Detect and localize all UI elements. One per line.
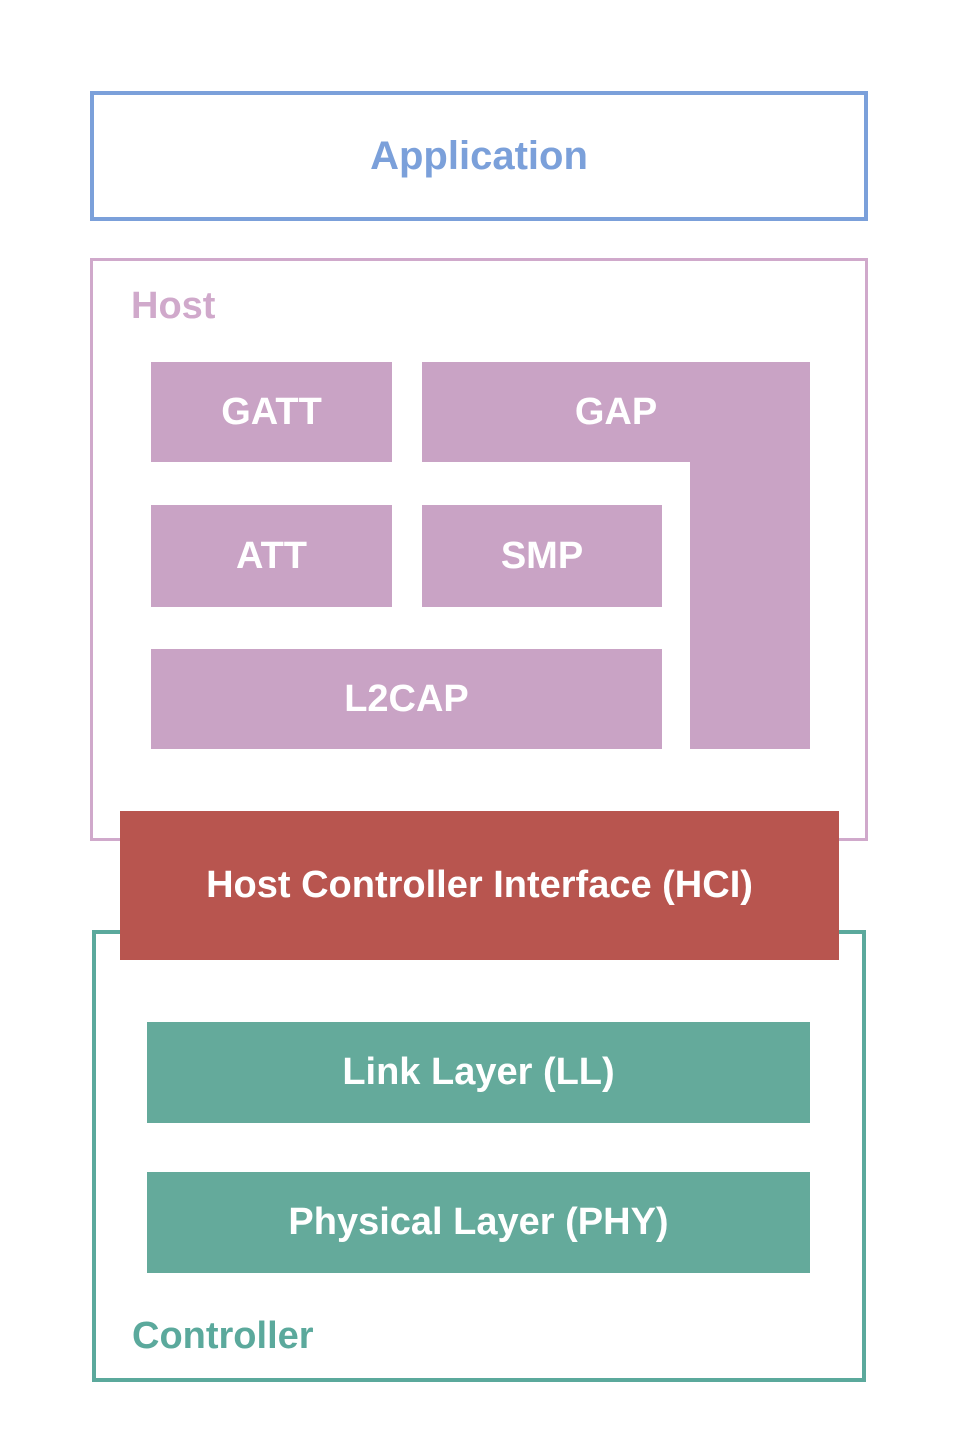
hci-label: Host Controller Interface (HCI) [206,864,753,906]
l2cap-label: L2CAP [344,677,469,720]
att-block: ATT [151,505,392,607]
application-label: Application [370,133,588,178]
hci-block: Host Controller Interface (HCI) [120,811,839,960]
physical-layer-block: Physical Layer (PHY) [147,1172,810,1273]
physical-layer-label: Physical Layer (PHY) [288,1201,669,1243]
smp-block: SMP [422,505,662,607]
l2cap-block: L2CAP [151,649,662,749]
gatt-block: GATT [151,362,392,462]
gatt-label: GATT [221,390,322,433]
application-box: Application [90,91,868,221]
link-layer-block: Link Layer (LL) [147,1022,810,1123]
gap-label: GAP [574,390,658,433]
smp-label: SMP [500,534,584,577]
controller-box: Controller [92,930,866,1382]
gap-block-extension [690,462,810,749]
controller-label: Controller [132,1315,314,1357]
att-label: ATT [235,534,308,577]
host-label: Host [131,285,216,327]
link-layer-label: Link Layer (LL) [342,1051,615,1093]
gap-block: GAP [422,362,810,462]
